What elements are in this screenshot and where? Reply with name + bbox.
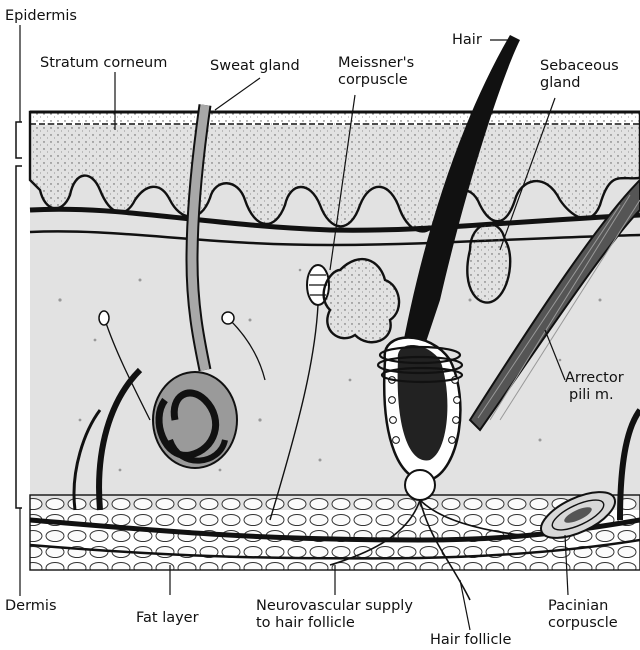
label-meissners-corpuscle: Meissner's corpuscle [338, 55, 414, 89]
label-sebaceous-gland: Sebaceous gland [540, 58, 619, 92]
dermis-bracket [16, 166, 22, 508]
label-arrector-pili: Arrector pili m. [565, 370, 624, 404]
label-arrector-line2: pili m. [565, 387, 624, 404]
label-stratum-corneum: Stratum corneum [40, 55, 167, 72]
label-sweat-gland: Sweat gland [210, 58, 300, 75]
sweat-gland-coil [153, 372, 237, 468]
label-sebaceous-line1: Sebaceous [540, 58, 619, 75]
label-hair: Hair [452, 32, 482, 49]
label-sebaceous-line2: gland [540, 75, 619, 92]
label-dermis: Dermis [5, 598, 57, 615]
label-epidermis: Epidermis [5, 8, 77, 25]
label-pacinian-corpuscle: Pacinian corpuscle [548, 598, 618, 632]
label-meissners-line2: corpuscle [338, 72, 414, 89]
label-pacinian-line2: corpuscle [548, 615, 618, 632]
label-neurovascular-supply: Neurovascular supply to hair follicle [256, 598, 413, 632]
label-neurovascular-line1: Neurovascular supply [256, 598, 413, 615]
label-fat-layer: Fat layer [136, 610, 199, 627]
epidermis-bracket [16, 122, 22, 158]
label-arrector-line1: Arrector [565, 370, 624, 387]
sebaceous-gland [467, 224, 510, 303]
label-pacinian-line1: Pacinian [548, 598, 618, 615]
label-neurovascular-line2: to hair follicle [256, 615, 413, 632]
label-hair-follicle: Hair follicle [430, 632, 511, 649]
label-meissners-line1: Meissner's [338, 55, 414, 72]
